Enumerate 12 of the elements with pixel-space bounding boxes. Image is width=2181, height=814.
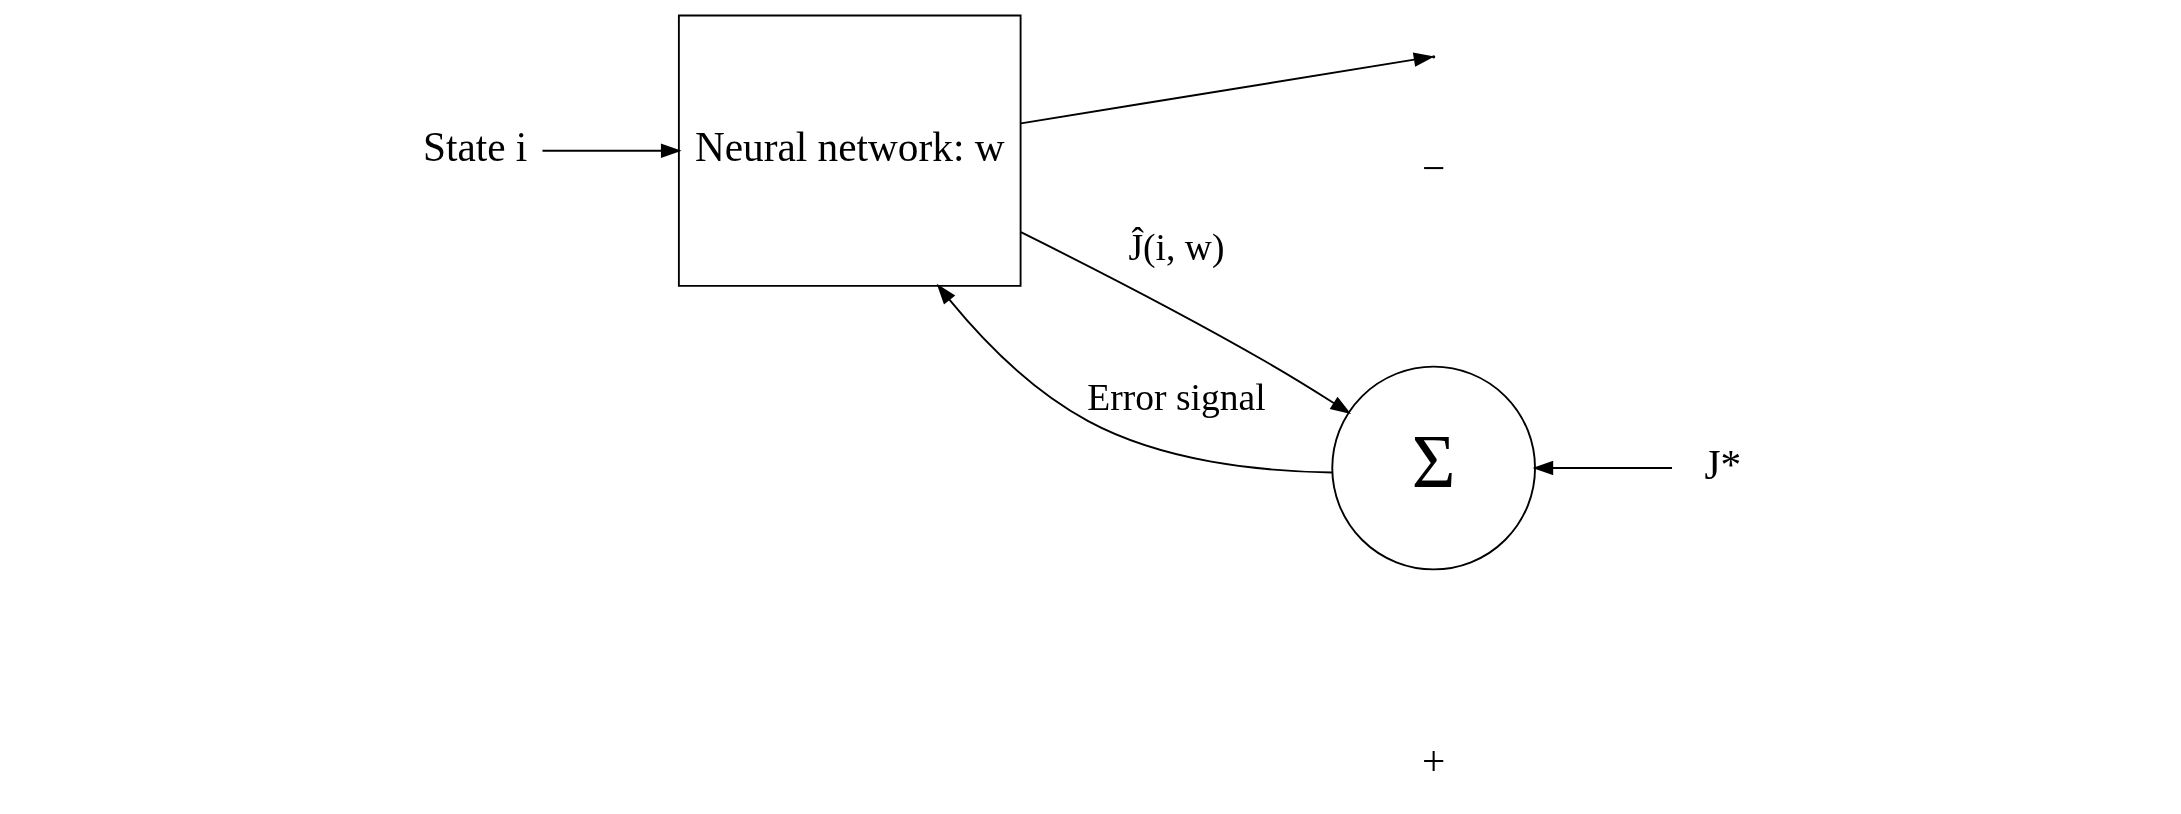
edge-label: Error signal <box>1086 376 1266 418</box>
node-text: J* <box>1703 441 1741 488</box>
label: − <box>1421 144 1445 191</box>
arrow <box>1019 231 1351 414</box>
label: + <box>1421 738 1445 785</box>
node-text: State i <box>422 124 527 171</box>
arrow <box>936 283 1333 474</box>
arrow <box>1532 460 1673 476</box>
arrow <box>541 143 682 158</box>
node-box: Neural network: w <box>677 14 1022 287</box>
edge-label: Ĵ(i, w) <box>1127 226 1224 268</box>
arrow <box>1019 52 1434 125</box>
